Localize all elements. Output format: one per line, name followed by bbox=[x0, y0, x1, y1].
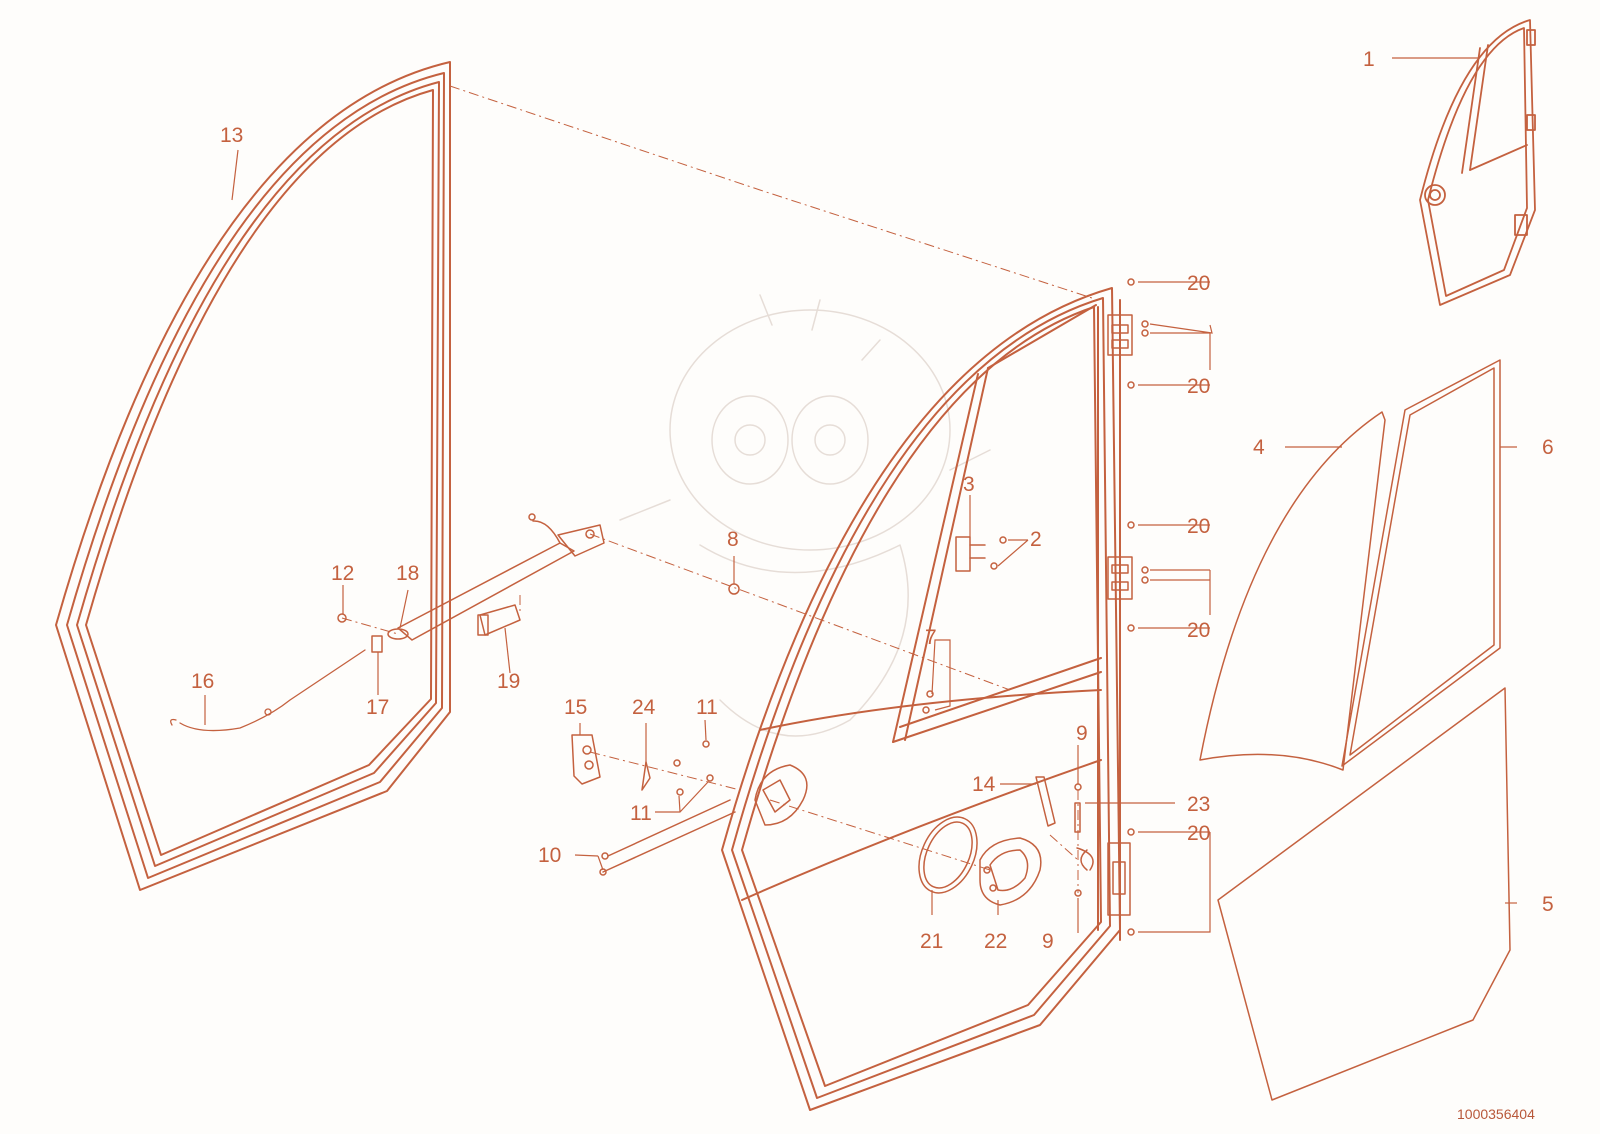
quarter-glass-4 bbox=[1199, 411, 1386, 771]
label-16: 16 bbox=[191, 670, 214, 693]
label-24: 24 bbox=[632, 696, 656, 719]
label-13: 13 bbox=[220, 124, 243, 147]
label-21: 21 bbox=[920, 930, 943, 953]
nut-12 bbox=[337, 613, 347, 623]
pin-9-top bbox=[1074, 783, 1082, 791]
leader-lines bbox=[204, 57, 1517, 933]
label-11-bottom: 11 bbox=[630, 802, 652, 825]
washer-8 bbox=[728, 583, 740, 595]
door-frame bbox=[721, 287, 1121, 1111]
watermark-mascot bbox=[619, 294, 991, 737]
label-1: 1 bbox=[1363, 48, 1375, 71]
bracket-14 bbox=[1035, 776, 1056, 827]
latch-15 bbox=[571, 734, 601, 785]
diagram-number: 1000356404 bbox=[1457, 1106, 1535, 1122]
clip-17 bbox=[371, 635, 383, 653]
label-15: 15 bbox=[564, 696, 587, 719]
door-check-arm-18 bbox=[387, 513, 605, 641]
window-seal-13 bbox=[55, 61, 451, 891]
label-5: 5 bbox=[1542, 893, 1554, 916]
label-4: 4 bbox=[1253, 436, 1265, 459]
label-11-top: 11 bbox=[696, 696, 718, 719]
door-panel-5 bbox=[1217, 687, 1511, 1101]
label-2: 2 bbox=[1030, 528, 1042, 551]
label-20-b: 20 bbox=[1187, 375, 1210, 398]
label-6: 6 bbox=[1542, 436, 1554, 459]
fasteners-7 bbox=[922, 690, 934, 714]
rods-10 bbox=[599, 799, 736, 876]
label-23: 23 bbox=[1187, 793, 1210, 816]
label-3: 3 bbox=[963, 473, 975, 496]
lock-plate bbox=[1107, 842, 1131, 916]
label-9-top: 9 bbox=[1076, 722, 1088, 745]
rod-24 bbox=[641, 761, 651, 791]
label-12: 12 bbox=[331, 562, 354, 585]
upper-hinge bbox=[1107, 314, 1133, 356]
label-9-bottom: 9 bbox=[1042, 930, 1054, 953]
label-20-d: 20 bbox=[1187, 619, 1210, 642]
label-14: 14 bbox=[972, 773, 996, 796]
inner-handle-22 bbox=[979, 837, 1042, 906]
screws-2 bbox=[990, 536, 1007, 570]
check-bracket-19 bbox=[477, 604, 521, 636]
label-22: 22 bbox=[984, 930, 1007, 953]
label-20-c: 20 bbox=[1187, 515, 1210, 538]
label-20-a: 20 bbox=[1187, 272, 1210, 295]
label-18: 18 bbox=[396, 562, 419, 585]
window-guide-3 bbox=[955, 536, 986, 572]
label-19: 19 bbox=[497, 670, 520, 693]
handle-seal-21 bbox=[918, 816, 978, 894]
door-assembly-1 bbox=[1419, 19, 1536, 306]
window-glass-6 bbox=[1341, 359, 1501, 767]
handle-housing bbox=[754, 764, 808, 826]
label-7: 7 bbox=[925, 626, 937, 649]
alignment-lines bbox=[341, 85, 1093, 893]
label-10: 10 bbox=[538, 844, 561, 867]
screws-11 bbox=[673, 740, 714, 796]
cable-16 bbox=[170, 649, 366, 732]
lower-hinge bbox=[1107, 556, 1133, 600]
label-17: 17 bbox=[366, 696, 389, 719]
label-8: 8 bbox=[727, 528, 739, 551]
lock-link bbox=[1076, 847, 1094, 871]
pin-23 bbox=[1074, 802, 1081, 833]
hinge-screws-20 bbox=[1127, 278, 1149, 936]
label-20-e: 20 bbox=[1187, 822, 1210, 845]
